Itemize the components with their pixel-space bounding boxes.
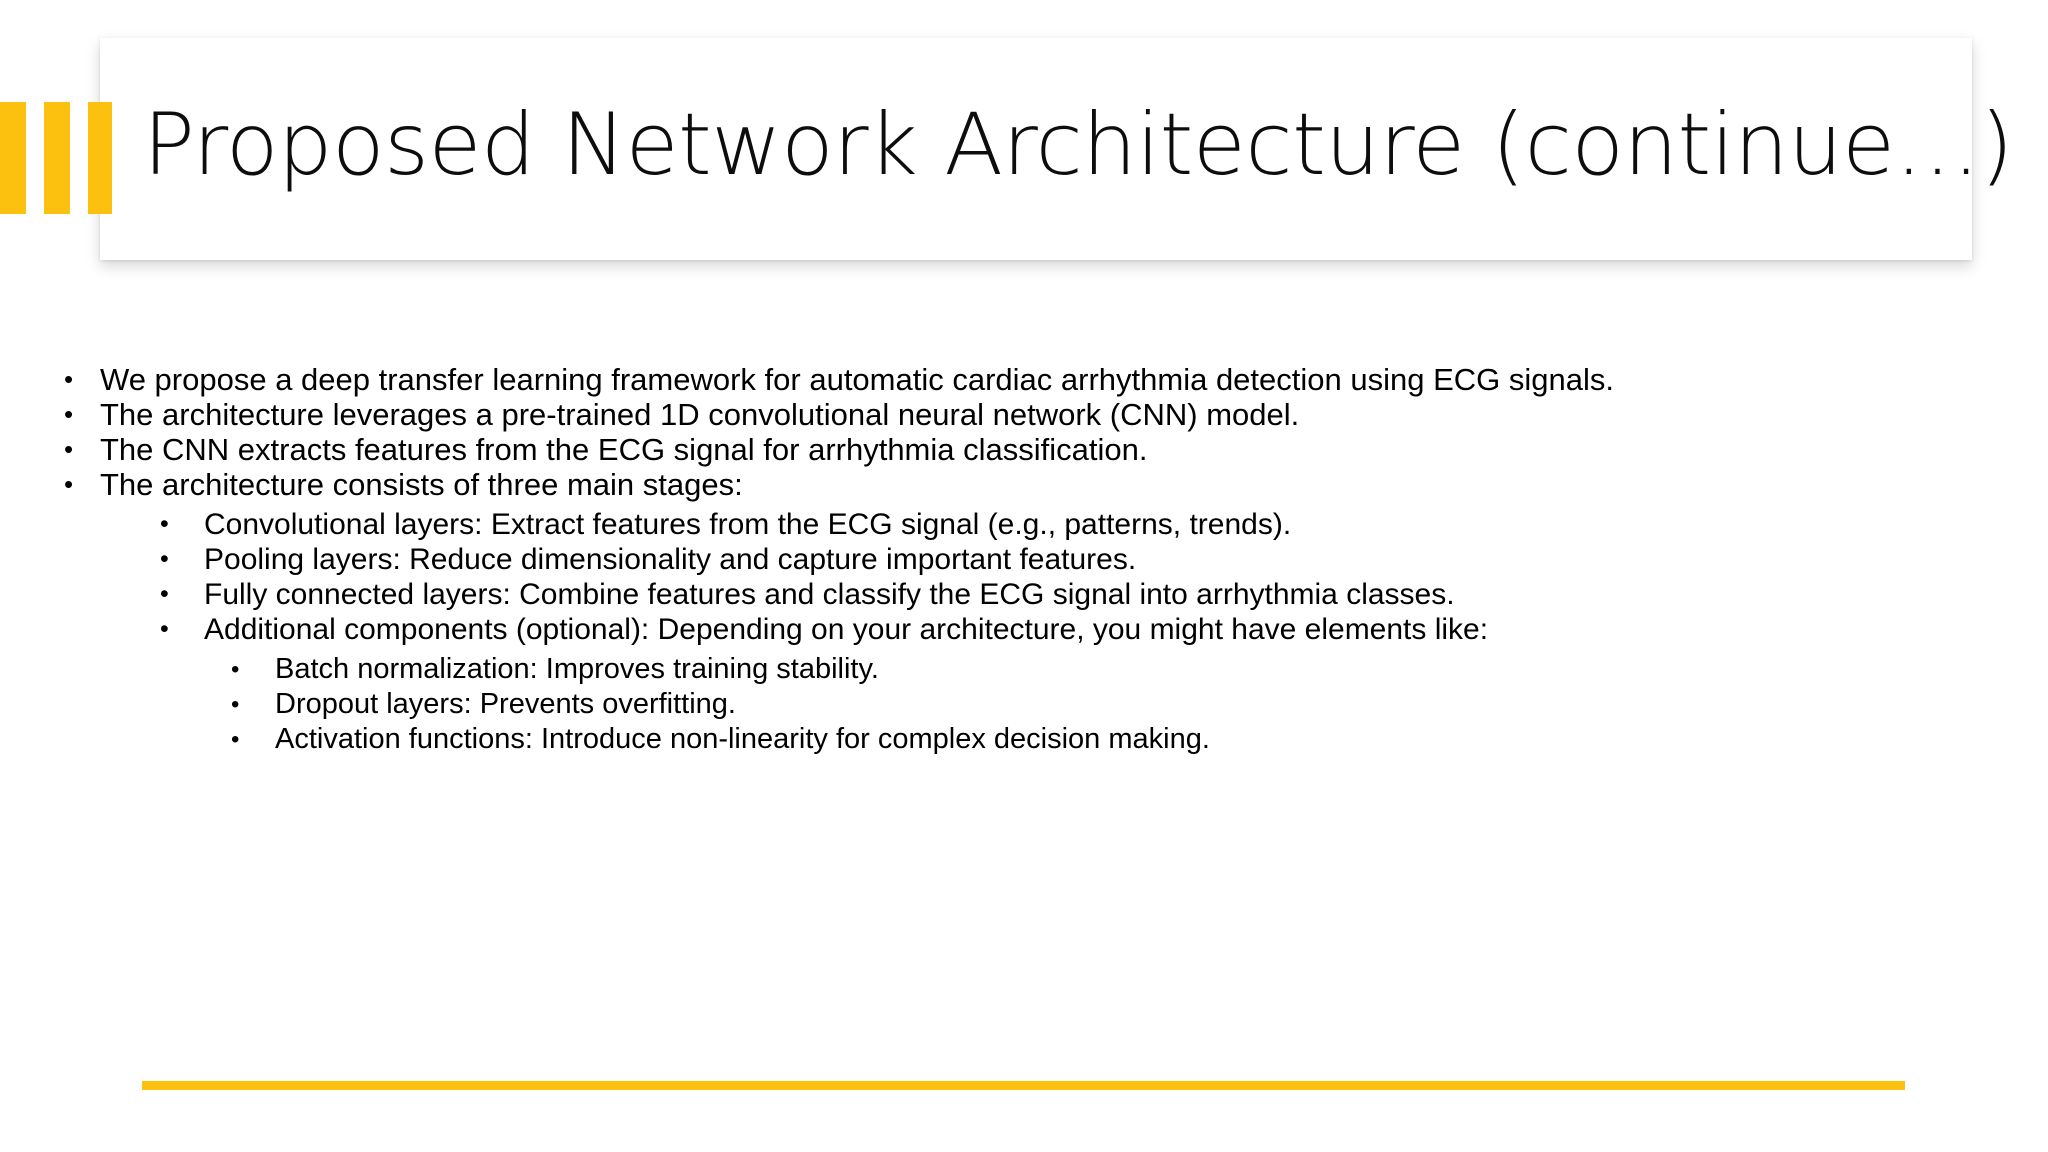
accent-bar-1 bbox=[0, 102, 26, 214]
bottom-accent-rule bbox=[142, 1081, 1905, 1090]
slide-body: • We propose a deep transfer learning fr… bbox=[56, 362, 1936, 757]
title-accent-bars bbox=[0, 102, 112, 214]
bullet-marker-icon: • bbox=[231, 726, 240, 753]
sub-bullet-text: Pooling layers: Reduce dimensionality an… bbox=[204, 543, 1137, 576]
accent-bar-2 bbox=[43, 102, 70, 214]
sub-sub-bullet-text: Batch normalization: Improves training s… bbox=[275, 653, 879, 685]
bullet-text: The architecture consists of three main … bbox=[100, 467, 743, 502]
accent-bar-3 bbox=[87, 102, 112, 214]
sub-bullet-text: Convolutional layers: Extract features f… bbox=[204, 508, 1292, 541]
bullet-marker-icon: • bbox=[64, 434, 74, 464]
sub-bullet-item: • Pooling layers: Reduce dimensionality … bbox=[156, 542, 1936, 577]
title-card bbox=[100, 38, 1972, 260]
bullet-item: • The architecture leverages a pre-train… bbox=[56, 397, 1936, 432]
bullet-item: • We propose a deep transfer learning fr… bbox=[56, 362, 1936, 397]
sub-sub-bullet-text: Dropout layers: Prevents overfitting. bbox=[275, 688, 736, 720]
bullet-marker-icon: • bbox=[231, 691, 240, 718]
bullet-marker-icon: • bbox=[160, 545, 169, 573]
bullet-marker-icon: • bbox=[160, 580, 169, 608]
sub-sub-bullet-text: Activation functions: Introduce non-line… bbox=[275, 723, 1210, 755]
bullet-marker-icon: • bbox=[160, 615, 169, 643]
bullet-marker-icon: • bbox=[64, 364, 74, 394]
sub-sub-bullet-item: • Activation functions: Introduce non-li… bbox=[221, 722, 1936, 757]
bullet-marker-icon: • bbox=[231, 656, 240, 683]
sub-bullet-text: Fully connected layers: Combine features… bbox=[204, 578, 1455, 611]
bullet-item: • The architecture consists of three mai… bbox=[56, 467, 1936, 502]
bullet-marker-icon: • bbox=[160, 510, 169, 538]
slide-title: Proposed Network Architecture (continue…… bbox=[143, 94, 2014, 195]
sub-sub-bullet-item: • Batch normalization: Improves training… bbox=[221, 652, 1936, 687]
sub-bullet-text: Additional components (optional): Depend… bbox=[204, 613, 1489, 646]
bullet-marker-icon: • bbox=[64, 469, 74, 499]
sub-bullet-item: • Additional components (optional): Depe… bbox=[156, 612, 1936, 647]
bullet-text: The architecture leverages a pre-trained… bbox=[100, 397, 1300, 432]
sub-sub-bullet-item: • Dropout layers: Prevents overfitting. bbox=[221, 687, 1936, 722]
bullet-text: We propose a deep transfer learning fram… bbox=[100, 362, 1614, 397]
bullet-text: The CNN extracts features from the ECG s… bbox=[100, 432, 1148, 467]
bullet-marker-icon: • bbox=[64, 399, 74, 429]
sub-bullet-item: • Convolutional layers: Extract features… bbox=[156, 507, 1936, 542]
sub-bullet-item: • Fully connected layers: Combine featur… bbox=[156, 577, 1936, 612]
bullet-item: • The CNN extracts features from the ECG… bbox=[56, 432, 1936, 467]
